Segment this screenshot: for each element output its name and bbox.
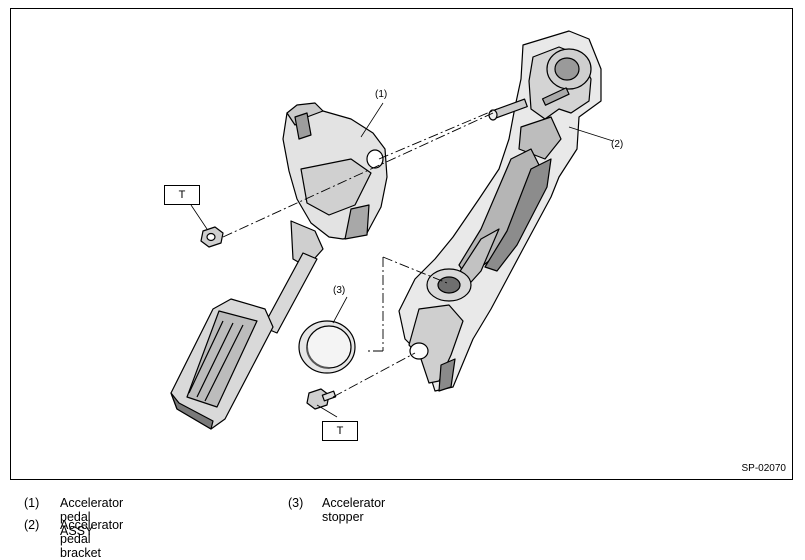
- legend-num-2: (2): [24, 518, 40, 532]
- leader-lines: [190, 102, 614, 418]
- exploded-view-illustration: [170, 30, 614, 430]
- bolt: [306, 388, 337, 410]
- legend-label-1: Accelerator pedal ASSY: [60, 496, 124, 538]
- accelerator-stopper: [298, 320, 356, 374]
- torque-mark-bolt: T: [322, 421, 358, 441]
- callout-3: (3): [333, 285, 346, 296]
- assembly-lines: [222, 108, 498, 398]
- accelerator-pedal-assy: [170, 102, 388, 430]
- flange-nut: [200, 226, 224, 248]
- accelerator-pedal-bracket: [398, 30, 602, 392]
- diagram-frame: (1) (2) (3) T T SP-02070: [10, 8, 793, 480]
- figure-id: SP-02070: [741, 463, 786, 474]
- callout-1: (1): [375, 89, 388, 100]
- legend-num-3: (3): [288, 496, 304, 510]
- legend-label-3: Accelerator stopper: [322, 496, 386, 524]
- torque-mark-nut: T: [164, 185, 200, 205]
- legend-num-1: (1): [24, 496, 40, 510]
- legend-label-2: Accelerator pedal bracket: [60, 518, 124, 560]
- callout-2: (2): [611, 139, 624, 150]
